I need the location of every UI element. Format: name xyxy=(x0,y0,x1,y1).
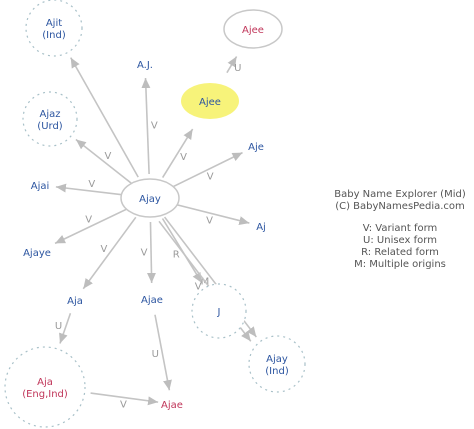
node-label-ajaz[interactable]: Ajaz xyxy=(40,109,61,120)
edge-label: V xyxy=(195,281,202,292)
node-label-ajaz-origin[interactable]: (Urd) xyxy=(37,121,63,132)
legend-item-multiple: M: Multiple origins xyxy=(354,259,446,270)
edge-center-ajit xyxy=(70,57,139,178)
edge-center-aj xyxy=(173,203,250,225)
edge-center-ajai xyxy=(55,183,127,196)
edge-ajee-yellow-ajee-top xyxy=(226,56,238,74)
legend-item-unisex: U: Unisex form xyxy=(363,235,437,246)
node-label-aje[interactable]: Aje xyxy=(248,142,264,153)
edge-label: V xyxy=(151,121,158,132)
node-shapes-layer xyxy=(4,0,306,428)
edge-center-aja xyxy=(82,216,137,290)
node-label-ajay-ind-origin[interactable]: (Ind) xyxy=(265,366,289,377)
edge-center-ajaye xyxy=(54,207,129,245)
node-label-aj[interactable]: Aj xyxy=(256,222,266,233)
edge-label: U xyxy=(152,349,159,360)
center-node-shape xyxy=(120,178,180,218)
edge-center-ajee-yellow xyxy=(161,128,194,179)
node-label-aja[interactable]: Aja xyxy=(67,296,83,307)
legend: Baby Name Explorer (Mid) (C) BabyNamesPe… xyxy=(334,189,466,270)
node-label-ajee-yellow[interactable]: Ajee xyxy=(199,97,221,108)
edge-label: R xyxy=(173,249,180,260)
node-shape-ajaz xyxy=(22,91,78,147)
node-label-ajae1[interactable]: Ajae xyxy=(141,295,163,306)
edge-label: U xyxy=(55,321,62,332)
legend-item-variant: V: Variant form xyxy=(363,223,438,234)
node-label-ajit-origin[interactable]: (Ind) xyxy=(42,30,66,41)
edge-center-ajae1 xyxy=(147,221,156,284)
center-node-label[interactable]: Ajay xyxy=(139,194,161,205)
legend-item-related: R: Related form xyxy=(361,247,439,258)
node-shape-ajee-top xyxy=(223,9,283,49)
legend-credit: (C) BabyNamesPedia.com xyxy=(335,201,465,212)
node-label-ajee-top[interactable]: Ajee xyxy=(242,25,264,36)
node-shape-ajee-yellow xyxy=(181,83,239,119)
node-shape-ajay-ind xyxy=(248,335,306,393)
edge-center-aje xyxy=(171,151,243,189)
node-labels-layer: AjayAjit(Ind)A.J.AjeeAjeeAjaz(Urd)AjeAja… xyxy=(22,18,289,411)
legend-title: Baby Name Explorer (Mid) xyxy=(334,189,466,200)
edge-ajae1-ajae2 xyxy=(154,314,172,391)
node-label-ajae2[interactable]: Ajae xyxy=(161,400,183,411)
edge-label: V xyxy=(104,151,111,162)
node-shape-aja-engind xyxy=(4,346,86,428)
node-label-ajay-ind[interactable]: Ajay xyxy=(266,354,288,365)
edge-aja-engind-ajae2 xyxy=(90,392,159,406)
edge-label: V xyxy=(180,152,187,163)
edge-center-aj-dot xyxy=(141,77,151,175)
node-label-aj-dot[interactable]: A.J. xyxy=(137,60,153,71)
node-shape-ajit xyxy=(25,0,83,57)
node-label-aja-engind[interactable]: Aja xyxy=(37,377,53,388)
edge-label: V xyxy=(85,215,92,226)
node-label-aja-engind-origin[interactable]: (Eng,Ind) xyxy=(22,389,68,400)
edge-label: V xyxy=(207,171,214,182)
edge-label: V xyxy=(100,244,107,255)
node-label-ajaye[interactable]: Ajaye xyxy=(23,248,51,259)
node-label-ajai[interactable]: Ajai xyxy=(31,181,50,192)
edge-center-ajaz xyxy=(75,138,132,184)
edge-label: V xyxy=(206,215,213,226)
edge-label: V xyxy=(88,179,95,190)
edge-aja-aja-engind xyxy=(59,312,72,344)
edge-label: U xyxy=(234,63,241,74)
node-label-ajit[interactable]: Ajit xyxy=(46,18,62,29)
edge-label: V xyxy=(120,400,127,411)
edge-label: V xyxy=(141,248,148,259)
node-shape-j xyxy=(191,283,247,339)
node-label-j[interactable]: J xyxy=(217,307,221,318)
